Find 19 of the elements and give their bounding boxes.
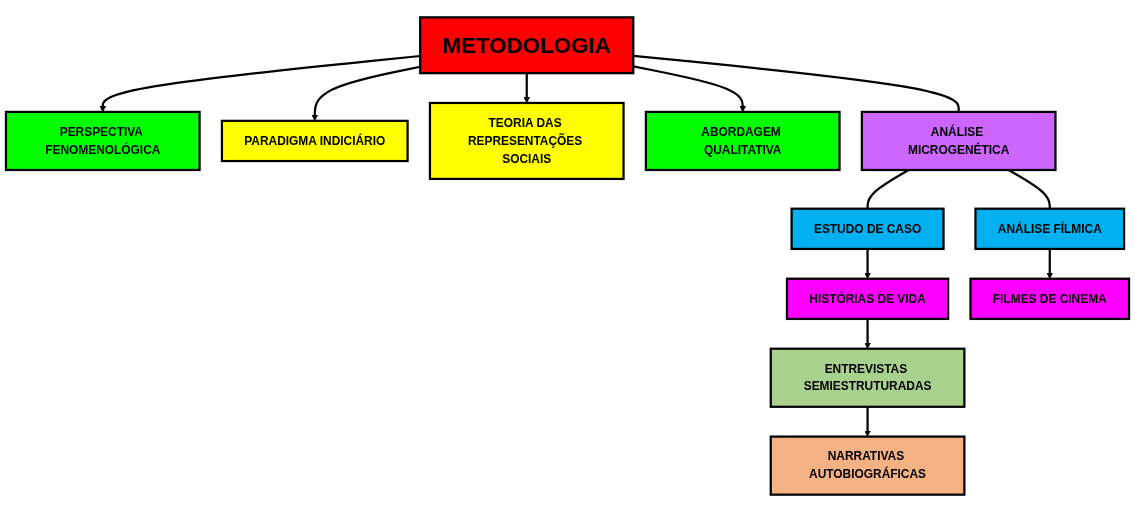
node-box: FILMES DE CINEMA [969,277,1131,321]
arrow [864,406,871,437]
connector [866,169,910,209]
node-box: ESTUDO DE CASO [790,207,945,251]
node-box: HISTÓRIAS DE VIDA [785,277,950,321]
node-box: METODOLOGIA [419,16,635,75]
node-box: ENTREVISTAS SEMIESTRUTURADAS [769,347,966,408]
node-box: PERSPECTIVA FENOMENOLÓGICA [4,110,201,172]
node-box: ANÁLISE FÍLMICA [974,207,1126,251]
node-box: ANÁLISE MICROGENÉTICA [860,110,1057,172]
arrow [864,318,871,349]
node-box: TEORIA DAS REPRESENTAÇÕES SOCIAIS [428,101,625,181]
connector [633,54,960,112]
node-box: PARADIGMA INDICIÁRIO [220,119,409,163]
connector [1008,169,1051,209]
node-box: ABORDAGEM QUALITATIVA [644,110,841,172]
node-box: NARRATIVAS AUTOBIOGRÁFICAS [769,435,966,496]
arrow [864,248,871,279]
arrow [1046,248,1054,279]
